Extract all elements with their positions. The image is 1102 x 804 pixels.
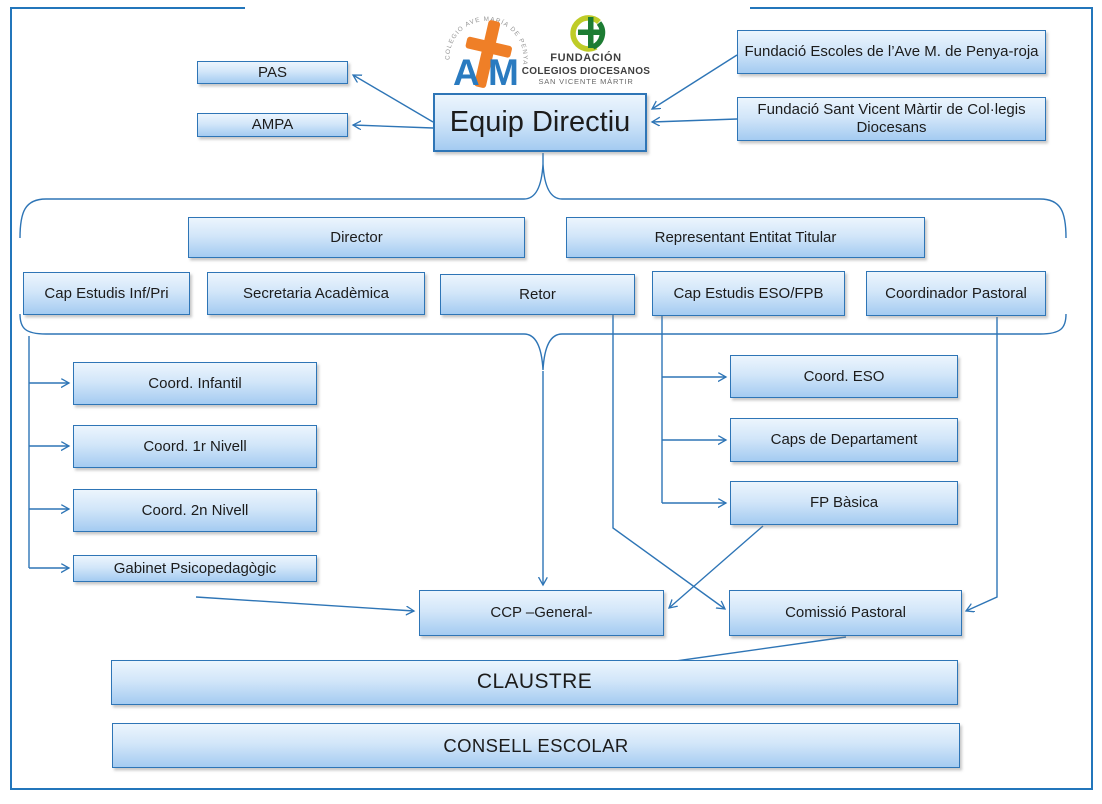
fcd-circle-cross-icon (570, 15, 606, 52)
node-ampa: AMPA (197, 113, 348, 137)
node-secretaria-academica: Secretaria Acadèmica (207, 272, 425, 315)
node-caps-departament: Caps de Departament (730, 418, 958, 462)
node-fundacio-svm: Fundació Sant Vicent Màrtir de Col·legis… (737, 97, 1046, 141)
brace-top (19, 163, 1067, 239)
node-cap-estudis-inf-pri: Cap Estudis Inf/Pri (23, 272, 190, 315)
node-director: Director (188, 217, 525, 258)
svg-text:COLEGIO AVE MARÍA DE PENYA-ROJ: COLEGIO AVE MARÍA DE PENYA-ROJA (0, 0, 529, 66)
arrow-retor-to-comissio (612, 315, 725, 609)
node-coord-infantil: Coord. Infantil (73, 362, 317, 405)
arrow-fundacio-escoles-to-equip (652, 54, 738, 109)
node-comissio-pastoral: Comissió Pastoral (729, 590, 962, 636)
arrow-fundacio-svm-to-equip (652, 119, 738, 122)
node-representant: Representant Entitat Titular (566, 217, 925, 258)
arrow-equip-to-ampa (353, 125, 434, 128)
node-coord-eso: Coord. ESO (730, 355, 958, 398)
fcd-text-line3: SAN VICENTE MÁRTIR (538, 77, 633, 86)
node-coordinador-pastoral: Coordinador Pastoral (866, 271, 1046, 316)
node-coord-2n-nivell: Coord. 2n Nivell (73, 489, 317, 532)
fcd-text-line1: FUNDACIÓN (550, 51, 621, 64)
fcd-logo: FUNDACIÓN COLEGIOS DIOCESANOS SAN VICENT… (522, 15, 651, 86)
arrow-coordpastoral-to-comissio (966, 317, 998, 611)
node-fp-basica: FP Bàsica (730, 481, 958, 525)
am-letter-a: A (453, 52, 480, 93)
page-border (10, 7, 1093, 790)
arrow-equip-to-pas (353, 75, 434, 123)
node-fundacio-escoles: Fundació Escoles de l’Ave M. de Penya-ro… (737, 30, 1046, 74)
node-cap-estudis-eso-fpb: Cap Estudis ESO/FPB (652, 271, 845, 316)
node-pas: PAS (197, 61, 348, 84)
node-consell-escolar: CONSELL ESCOLAR (112, 723, 960, 768)
am-letter-m: M (488, 52, 519, 93)
node-claustre: CLAUSTRE (111, 660, 958, 705)
node-coord-1r-nivell: Coord. 1r Nivell (73, 425, 317, 468)
am-ring-text: COLEGIO AVE MARÍA DE PENYA-ROJA (0, 0, 527, 66)
node-retor: Retor (440, 274, 635, 315)
am-cross-icon (465, 20, 512, 88)
arrow-fpbasica-to-ccp (669, 525, 764, 608)
node-equip-directiu: Equip Directiu (433, 93, 647, 152)
brace-bottom (19, 313, 1067, 371)
arrow-left-to-ccp (195, 596, 414, 611)
node-gabinet: Gabinet Psicopedagògic (73, 555, 317, 582)
fcd-text-line2: COLEGIOS DIOCESANOS (522, 66, 651, 77)
node-ccp-general: CCP –General- (419, 590, 664, 636)
